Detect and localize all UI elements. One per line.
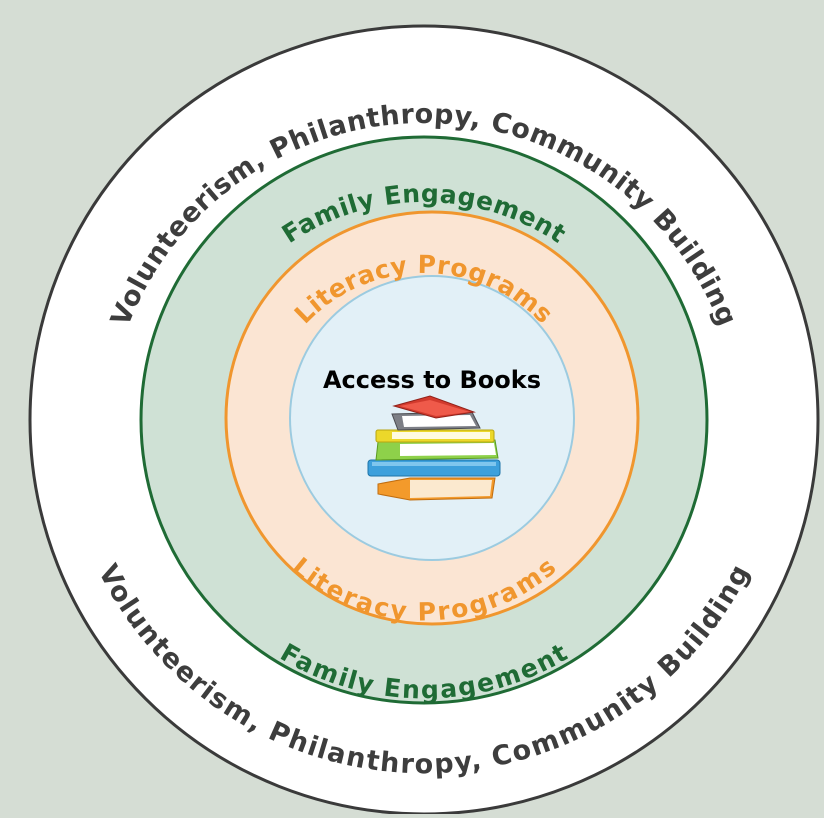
stack-of-books-icon: [367, 395, 501, 501]
center-title: Access to Books: [323, 366, 541, 394]
